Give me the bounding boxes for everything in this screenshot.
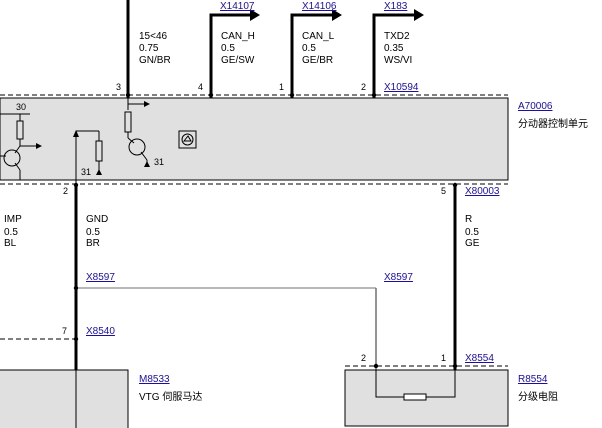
arrow-gnd-in <box>73 130 79 137</box>
transistor-left <box>3 149 21 167</box>
wire-txd2[interactable] <box>372 13 414 98</box>
wire-gnd-signal: GND <box>86 214 108 225</box>
arrow-can-h <box>250 9 260 21</box>
wire-15-46-size: 0.75 <box>139 43 159 54</box>
arrow-tr2-out <box>144 101 150 107</box>
x8554-pin-b: 1 <box>441 353 446 363</box>
wire-txd2-signal: TXD2 <box>384 31 410 42</box>
pin-num-4: 4 <box>198 82 203 92</box>
transistor-left-emit <box>14 162 21 171</box>
wire-txd2-size: 0.35 <box>384 43 404 54</box>
pin-num-3: 3 <box>116 82 121 92</box>
pin-dot-2 <box>371 92 377 98</box>
x8554-dot-a <box>373 363 379 369</box>
esd-icon-circle <box>181 133 194 146</box>
wire-can-h-size: 0.5 <box>221 43 235 54</box>
pin-dot-1 <box>289 92 295 98</box>
label-31b: 31 <box>154 157 164 167</box>
transistor-left-coll <box>14 145 21 154</box>
wire-gnd-size: 0.5 <box>86 227 100 238</box>
wire-15-46-signal: 15<46 <box>139 31 168 42</box>
conn-x80003[interactable]: X80003 <box>465 186 500 197</box>
transistor-mid-emit <box>140 151 148 161</box>
resistor-id[interactable]: R8554 <box>518 374 548 385</box>
pin-dot-r <box>452 182 458 188</box>
conn-x14106[interactable]: X14106 <box>302 1 337 12</box>
wire-r-signal: R <box>465 214 472 225</box>
wire-15-46-color: GN/BR <box>139 55 171 66</box>
x8540-pin-dot <box>73 336 79 342</box>
pin-dot-4 <box>208 92 214 98</box>
transistor-mid <box>128 138 146 156</box>
splice-right-label[interactable]: X8597 <box>384 272 413 283</box>
arrow-left-out <box>36 143 42 149</box>
conn-x183[interactable]: X183 <box>384 1 408 12</box>
x8540-pin-num: 7 <box>62 326 67 336</box>
wire-imp-color: BL <box>4 238 17 249</box>
label-31a: 31 <box>81 167 91 177</box>
wire-txd2-color: WS/VI <box>384 55 412 66</box>
motor-id[interactable]: M8533 <box>139 374 170 385</box>
wire-imp-signal: IMP <box>4 214 22 225</box>
splice-left-label[interactable]: X8597 <box>86 272 115 283</box>
esd-icon <box>178 130 197 149</box>
motor-name: VTG 伺服马达 <box>139 390 202 403</box>
pin-num-2: 2 <box>361 82 366 92</box>
x8554-pin-a: 2 <box>361 353 366 363</box>
splice-dot-left <box>73 285 79 291</box>
wire-can-h-color: GE/SW <box>221 55 255 66</box>
wire-r-color: GE <box>465 238 480 249</box>
wire-can-l-signal: CAN_L <box>302 31 335 42</box>
pin-num-1: 1 <box>279 82 284 92</box>
arrow-txd2 <box>414 9 424 21</box>
motor-box[interactable] <box>0 369 129 428</box>
module-name: 分动器控制单元 <box>518 117 588 130</box>
wire-can-h-signal: CAN_H <box>221 31 255 42</box>
x8540-label[interactable]: X8540 <box>86 326 115 337</box>
wire-can-l[interactable] <box>290 13 332 98</box>
resistor-inner-wire <box>375 370 456 398</box>
pin-dot-gnd <box>73 182 79 188</box>
esd-icon-hand <box>182 135 192 142</box>
wire-imp-size: 0.5 <box>4 227 18 238</box>
wire-can-h[interactable] <box>209 13 250 98</box>
wire-can-l-size: 0.5 <box>302 43 316 54</box>
x8554-label[interactable]: X8554 <box>465 353 494 364</box>
resistor-name: 分级电阻 <box>518 390 558 403</box>
label-30: 30 <box>16 102 26 112</box>
pin-dot-3 <box>125 92 131 98</box>
ground-31b <box>144 161 150 167</box>
wire-r-size: 0.5 <box>465 227 479 238</box>
pin-num-r: 5 <box>441 186 446 196</box>
resistor-symbol <box>403 393 427 401</box>
pin-num-gnd: 2 <box>63 186 68 196</box>
transistor-mid-coll <box>127 137 135 144</box>
conn-x10594[interactable]: X10594 <box>384 82 419 93</box>
module-box[interactable] <box>0 97 509 181</box>
conn-x14107[interactable]: X14107 <box>220 1 255 12</box>
wire-gnd-color: BR <box>86 238 100 249</box>
ground-31a <box>96 169 102 175</box>
x8554-dot-b <box>452 363 458 369</box>
arrow-can-l <box>332 9 342 21</box>
module-id[interactable]: A70006 <box>518 101 553 112</box>
wire-can-l-color: GE/BR <box>302 55 333 66</box>
